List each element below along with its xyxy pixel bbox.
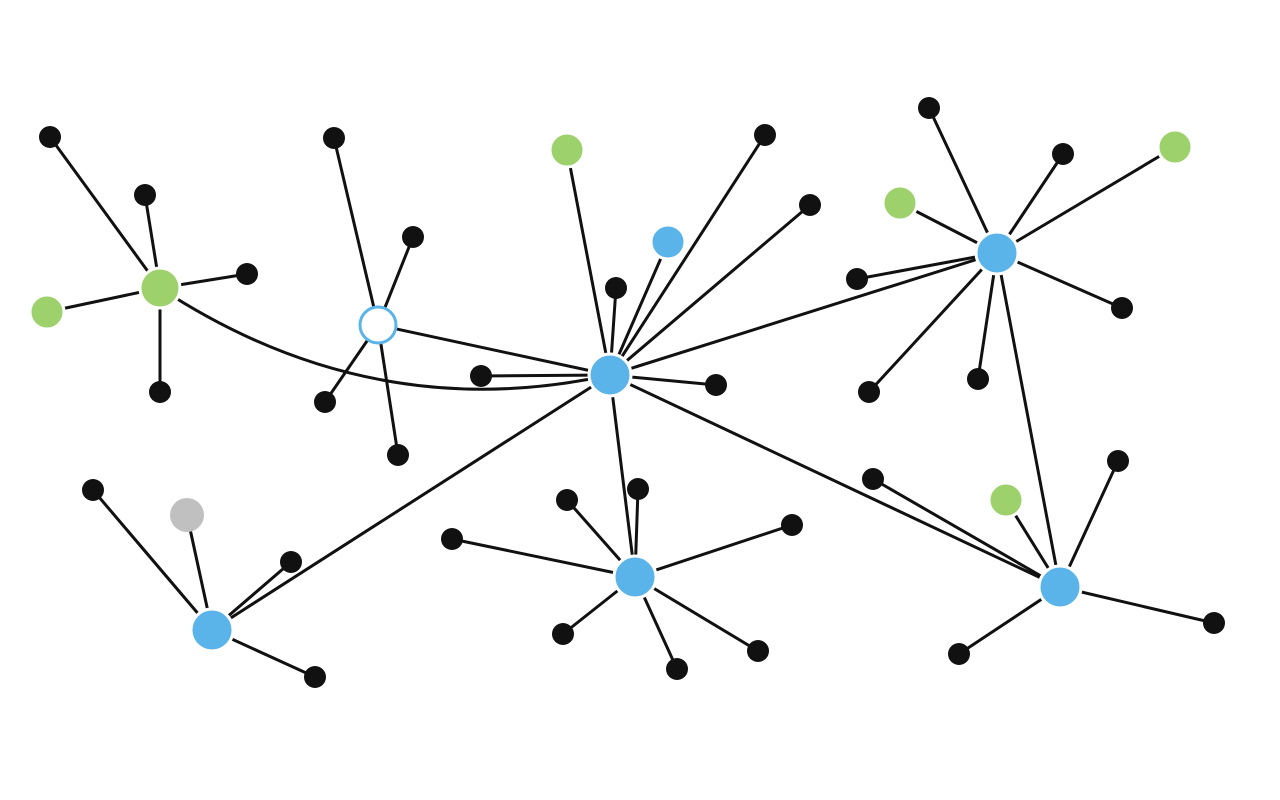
node-hub-blue-H1 <box>974 230 1020 276</box>
node-black-h2a <box>556 489 578 511</box>
node-black-w1b <box>402 226 424 248</box>
node-black-h1h <box>967 368 989 390</box>
edge-H3-h3c <box>1058 459 1120 589</box>
node-blue-h0c <box>649 223 687 261</box>
node-black-h1f <box>1111 297 1133 319</box>
edge-G1-H0-curved <box>158 286 612 391</box>
node-black-w1d <box>387 444 409 466</box>
node-black-h3a <box>862 468 884 490</box>
node-green-h0a <box>548 131 586 169</box>
node-green-h1d <box>881 184 919 222</box>
node-black-h4a <box>82 479 104 501</box>
edge-H1-h1c <box>995 145 1177 255</box>
node-hollow-W1 <box>358 305 398 345</box>
edge-W1-w1d <box>376 323 400 457</box>
edge-H0-H1 <box>608 251 999 377</box>
edge-H2-h2d <box>633 523 794 579</box>
node-hub-blue-H2 <box>612 554 658 600</box>
node-green-g1d <box>28 293 66 331</box>
node-black-h3c <box>1107 450 1129 472</box>
edge-H1-h1f <box>995 251 1124 310</box>
node-black-h2d <box>781 514 803 536</box>
node-black-h1b <box>1052 143 1074 165</box>
edge-H2-h2c <box>450 537 637 579</box>
node-hub-blue-H3 <box>1037 564 1083 610</box>
node-black-w1c <box>314 391 336 413</box>
node-black-h2b <box>627 478 649 500</box>
node-black-g1c <box>236 263 258 285</box>
edge-G1-g1a <box>48 135 162 290</box>
edge-H0-h0e <box>608 203 812 377</box>
graph-nodes <box>28 97 1225 688</box>
edge-H0-h0d <box>608 133 767 377</box>
node-black-h1g <box>858 381 880 403</box>
edge-H1-h1g <box>867 251 999 394</box>
node-black-h2e <box>552 623 574 645</box>
node-hub-blue-H4 <box>189 607 235 653</box>
edge-H0-H2 <box>608 373 637 579</box>
node-black-g1b <box>134 184 156 206</box>
node-black-g1a <box>39 126 61 148</box>
node-black-g1e <box>149 381 171 403</box>
edge-H0-H3 <box>608 373 1062 589</box>
node-black-h2c <box>441 528 463 550</box>
edge-H0-h0a <box>565 148 612 377</box>
node-black-w1a <box>323 127 345 149</box>
node-green-h1c <box>1156 128 1194 166</box>
edge-W1-w1a <box>332 136 380 327</box>
edge-H0-h0c <box>608 240 670 377</box>
edge-W1-H0 <box>376 323 612 377</box>
edge-H2-h2g <box>633 575 760 653</box>
edge-H1-H3 <box>995 251 1062 589</box>
node-hub-blue-H0 <box>587 352 633 398</box>
node-black-h0b <box>605 277 627 299</box>
node-black-h4c <box>280 551 302 573</box>
edge-H1-h1e <box>855 251 999 281</box>
node-black-h0d <box>754 124 776 146</box>
node-black-h4d <box>304 666 326 688</box>
edge-H1-h1a <box>927 106 999 255</box>
node-hub-green-G1 <box>138 266 182 310</box>
edge-H3-h3a <box>871 477 1062 589</box>
node-black-h3d <box>1203 612 1225 634</box>
edge-H0-H4 <box>210 373 612 632</box>
node-black-h3e <box>948 643 970 665</box>
node-black-h2g <box>747 640 769 662</box>
node-black-h0f <box>470 365 492 387</box>
node-gray-h4b <box>170 498 204 532</box>
node-black-h0e <box>799 194 821 216</box>
edge-H4-h4a <box>91 488 214 632</box>
node-black-h2f <box>666 658 688 680</box>
node-black-h0g <box>705 374 727 396</box>
node-black-h1a <box>918 97 940 119</box>
node-green-h3b <box>987 481 1025 519</box>
edge-H3-h3d <box>1058 585 1216 625</box>
node-black-h1e <box>846 268 868 290</box>
